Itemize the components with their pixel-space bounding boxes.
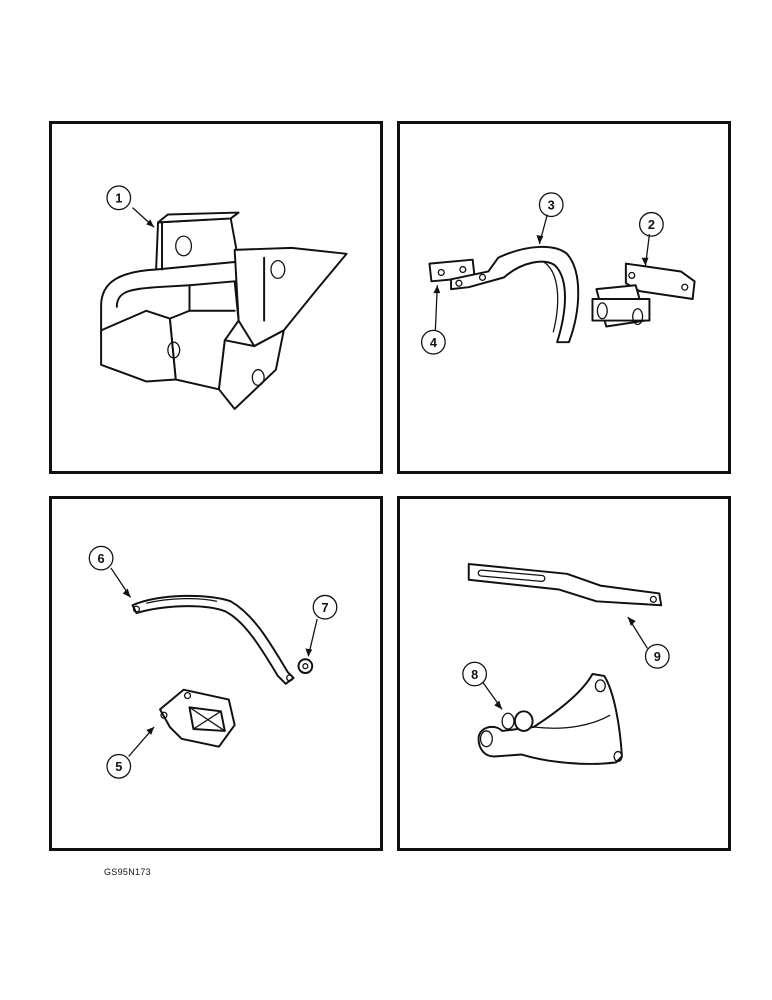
callout-4 [420, 329, 446, 355]
callout-4-label: 4 [430, 335, 438, 350]
curved-slotted-arm-icon: 3 2 4 [420, 192, 696, 355]
panel-parts-5-6-7: 6 7 5 [49, 496, 383, 851]
panel-parts-2-3-4: 3 2 4 [397, 121, 731, 474]
callout-3 [538, 192, 564, 218]
callout-2 [638, 211, 664, 237]
slotted-link-icon: 9 8 [462, 563, 670, 765]
mounting-bracket-icon: 1 [100, 185, 348, 410]
figure-code: GS95N173 [104, 867, 151, 877]
callout-1 [106, 185, 132, 211]
panel-parts-8-9: 9 8 [397, 496, 731, 851]
panel-part-1: 1 [49, 121, 383, 474]
hinge-bracket-icon [591, 262, 696, 328]
curved-adjusting-strap-icon: 6 7 5 [88, 545, 338, 779]
callout-1-label: 1 [115, 191, 122, 206]
callout-6-label: 6 [98, 551, 105, 566]
callout-7-label: 7 [321, 600, 328, 615]
callout-9-label: 9 [654, 649, 661, 664]
callout-2-label: 2 [648, 217, 655, 232]
callout-6 [88, 545, 114, 571]
callout-5 [106, 753, 132, 779]
spacer-icon [297, 658, 314, 674]
pivot-bracket-icon [477, 673, 623, 765]
callout-5-label: 5 [115, 759, 122, 774]
callout-7 [312, 594, 338, 620]
callout-8-label: 8 [471, 667, 478, 682]
callout-8 [462, 661, 488, 687]
support-bracket-icon [159, 688, 236, 748]
callout-3-label: 3 [548, 198, 555, 213]
callout-9 [644, 643, 670, 669]
